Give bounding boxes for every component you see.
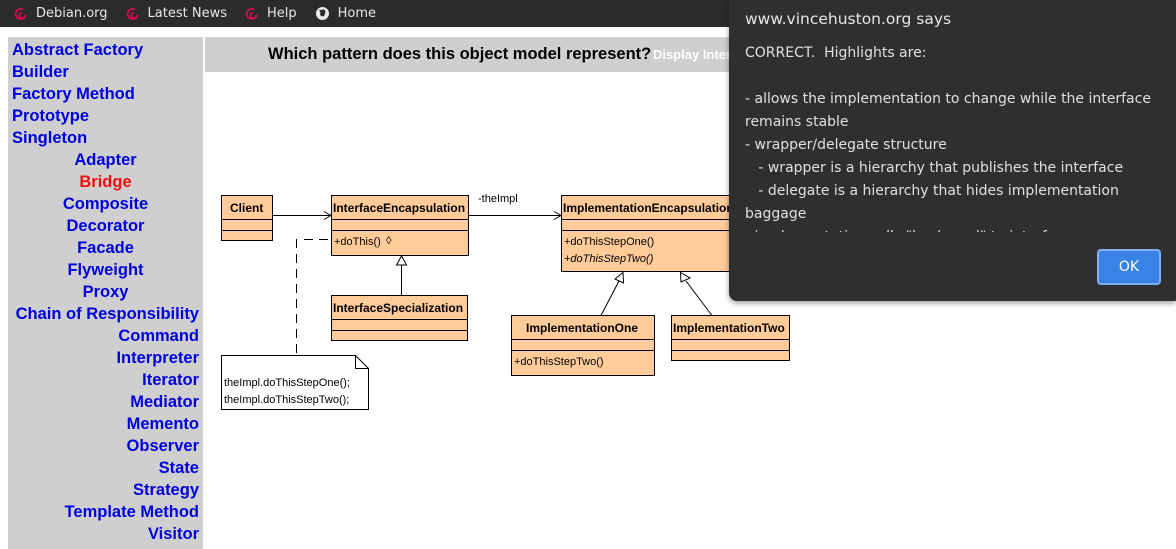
bookmark-help[interactable]: Help: [245, 6, 297, 21]
menu-item-abstract-factory[interactable]: Abstract Factory: [12, 41, 144, 59]
alert-message: CORRECT. Highlights are: - allows the im…: [745, 45, 1151, 232]
menu-item-builder[interactable]: Builder: [12, 63, 69, 81]
menu-item-prototype[interactable]: Prototype: [12, 107, 90, 125]
ok-button[interactable]: OK: [1097, 249, 1161, 285]
menu-item-interpreter[interactable]: Interpreter: [116, 349, 199, 367]
menu-item-composite[interactable]: Composite: [62, 195, 149, 213]
note-line-1: theImpl.doThisStepOne();: [224, 377, 350, 389]
alert-dialog: www.vincehuston.org says CORRECT. Highli…: [729, 0, 1176, 301]
note-line-2: theImpl.doThisStepTwo();: [224, 394, 349, 406]
menu-item-template-method[interactable]: Template Method: [64, 503, 199, 521]
menu-item-adapter[interactable]: Adapter: [74, 151, 137, 169]
menu-item-iterator[interactable]: Iterator: [142, 371, 199, 389]
bookmark-debian-org[interactable]: Debian.org: [14, 6, 108, 21]
interface-encapsulation-class-box: [331, 195, 469, 256]
menu-item-flyweight[interactable]: Flyweight: [67, 261, 144, 279]
bookmark-home[interactable]: Home: [315, 6, 376, 21]
menu-item-command[interactable]: Command: [118, 327, 199, 345]
menu-item-observer[interactable]: Observer: [126, 437, 199, 455]
bookmark-latest-news[interactable]: Latest News: [126, 6, 227, 21]
impl-one-do-this-step-two-method: +doThisStepTwo(): [514, 356, 604, 368]
menu-item-memento[interactable]: Memento: [126, 415, 199, 433]
menu-item-visitor[interactable]: Visitor: [147, 525, 199, 543]
bookmark-label: Help: [266, 6, 297, 21]
menu-item-facade[interactable]: Facade: [77, 239, 134, 257]
implementation-encapsulation-title: ImplementationEncapsulation: [563, 201, 734, 215]
menu-item-decorator[interactable]: Decorator: [66, 217, 145, 235]
interface-encapsulation-title: InterfaceEncapsulation: [333, 201, 465, 215]
menu-item-singleton[interactable]: Singleton: [12, 129, 88, 147]
menu-item-proxy[interactable]: Proxy: [82, 283, 129, 301]
bookmark-label: Debian.org: [36, 6, 108, 21]
question-heading: Which pattern does this object model rep…: [268, 45, 652, 63]
implementation-two-title: ImplementationTwo: [673, 321, 785, 335]
pattern-menu: Abstract Factory Builder Factory Method …: [8, 37, 203, 549]
implementation-two-class-box: [671, 315, 790, 361]
globe-icon: [315, 7, 329, 20]
bookmark-label: Home: [337, 6, 377, 21]
debian-swirl-icon: [245, 7, 258, 20]
menu-item-state[interactable]: State: [158, 459, 199, 477]
debian-swirl-icon: [14, 7, 27, 20]
uml-class-diagram: Client InterfaceEncapsulation +doThis() …: [221, 193, 790, 410]
method-marker-glyph: ◊: [386, 235, 392, 247]
menu-item-mediator[interactable]: Mediator: [130, 393, 199, 411]
menu-item-chain-of-responsibility[interactable]: Chain of Responsibility: [15, 305, 199, 323]
implementation-one-title: ImplementationOne: [526, 321, 638, 335]
menu-item-factory-method[interactable]: Factory Method: [12, 85, 135, 103]
display-interface-link[interactable]: Display Inter: [653, 47, 732, 62]
bookmark-label: Latest News: [147, 6, 227, 21]
menu-item-strategy[interactable]: Strategy: [132, 481, 199, 499]
client-class-title: Client: [230, 201, 263, 215]
alert-origin-title: www.vincehuston.org says: [745, 10, 952, 28]
impl-two-generalization-line: [685, 280, 713, 316]
do-this-step-two-abstract-method: +doThisStepTwo(): [564, 253, 654, 265]
interface-specialization-title: InterfaceSpecialization: [333, 301, 463, 315]
client-class-box: [221, 195, 273, 241]
code-note: [221, 355, 369, 410]
do-this-step-one-method: +doThisStepOne(): [564, 236, 654, 248]
association-role-label: -theImpl: [478, 193, 518, 205]
debian-swirl-icon: [126, 7, 138, 20]
menu-item-bridge[interactable]: Bridge: [79, 173, 132, 191]
implementation-one-class-box: [511, 315, 655, 376]
impl-one-generalization-line: [600, 280, 620, 316]
interface-specialization-class-box: [331, 295, 468, 341]
do-this-method: +doThis(): [334, 236, 381, 248]
